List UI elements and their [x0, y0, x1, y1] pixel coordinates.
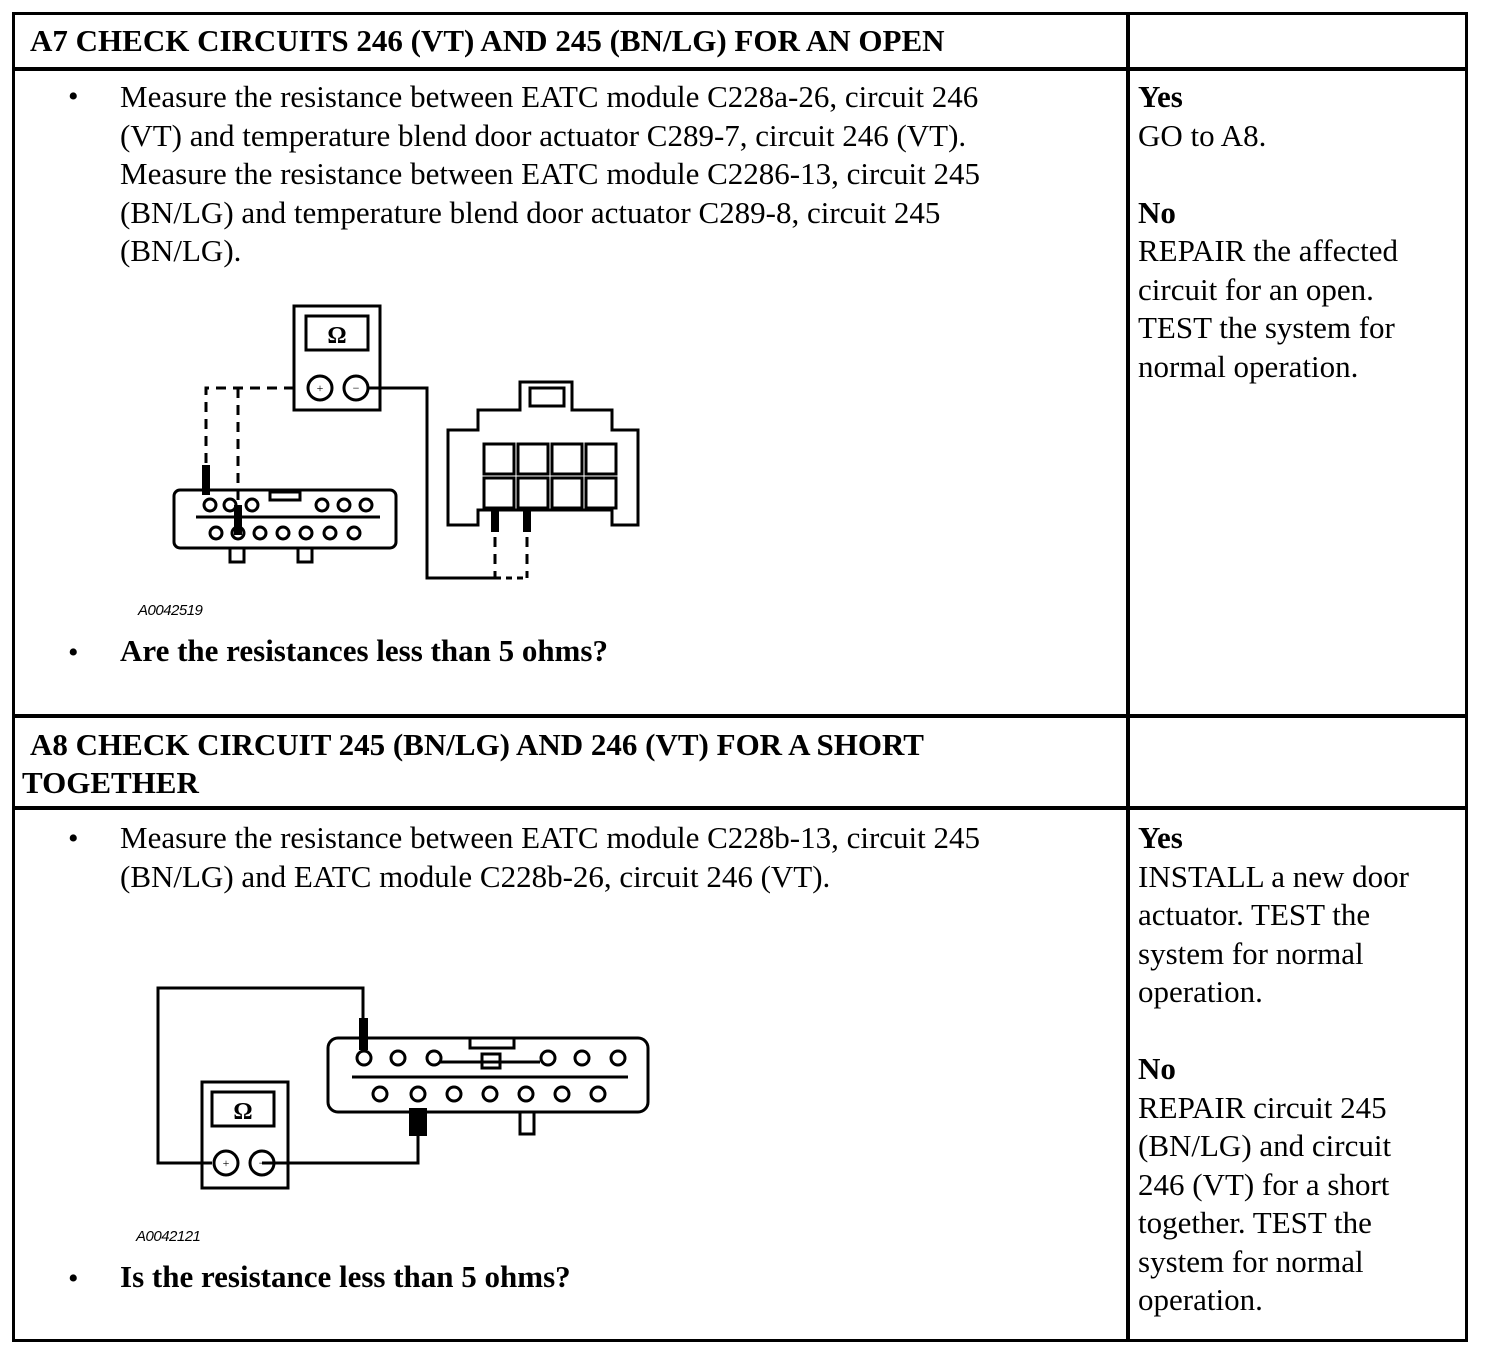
a7-outcomes: Yes GO to A8. No REPAIR the affected cir…: [1138, 78, 1458, 386]
no-action: system for normal: [1138, 1243, 1364, 1279]
bullet: •: [68, 80, 79, 113]
instruction-line: Measure the resistance between EATC modu…: [120, 156, 981, 191]
column-divider: [1126, 12, 1130, 1342]
a7-figure-code: A0042519: [138, 602, 203, 619]
yes-label: Yes: [1138, 820, 1183, 855]
instruction-line: (BN/LG) and EATC module C228b-26, circui…: [120, 858, 831, 894]
no-action: normal operation.: [1138, 348, 1359, 384]
a8-heading-line: A8 CHECK CIRCUIT 245 (BN/LG) AND 246 (VT…: [30, 727, 924, 762]
bullet: •: [68, 636, 79, 669]
instruction-line: (VT) and temperature blend door actuator…: [120, 117, 967, 153]
no-action: REPAIR circuit 245: [1138, 1089, 1387, 1125]
row-divider: [12, 714, 1468, 718]
bullet: •: [68, 1262, 79, 1295]
instruction-line: Measure the resistance between EATC modu…: [120, 820, 981, 855]
ohm-symbol: Ω: [233, 1099, 252, 1125]
a7-heading: A7 CHECK CIRCUITS 246 (VT) AND 245 (BN/L…: [30, 23, 945, 58]
no-action: REPAIR the affected: [1138, 233, 1399, 268]
yes-label: Yes: [1138, 79, 1183, 114]
a7-instructions: Measure the resistance between EATC modu…: [120, 78, 1120, 271]
a8-figure-code: A0042121: [136, 1228, 201, 1245]
yes-action: system for normal: [1138, 935, 1364, 971]
yes-action: INSTALL a new door: [1138, 858, 1409, 894]
procedure-table: [12, 12, 1468, 1342]
yes-action: operation.: [1138, 974, 1263, 1009]
no-action: TEST the system for: [1138, 310, 1395, 345]
a8-question: Is the resistance less than 5 ohms?: [120, 1259, 571, 1294]
no-label: No: [1138, 1051, 1176, 1086]
no-action: 246 (VT) for a short: [1138, 1166, 1390, 1202]
yes-action: actuator. TEST the: [1138, 897, 1371, 932]
minus-terminal: −: [353, 381, 360, 395]
a7-question: Are the resistances less than 5 ohms?: [120, 633, 608, 668]
a8-heading-line: TOGETHER: [22, 765, 199, 800]
no-action: (BN/LG) and circuit: [1138, 1128, 1392, 1163]
row-divider: [12, 67, 1468, 71]
no-action: operation.: [1138, 1282, 1263, 1317]
yes-action: GO to A8.: [1138, 117, 1267, 153]
no-action: together. TEST the: [1138, 1205, 1372, 1240]
a8-outcomes: Yes INSTALL a new door actuator. TEST th…: [1138, 819, 1458, 1320]
no-label: No: [1138, 194, 1176, 230]
instruction-line: Measure the resistance between EATC modu…: [120, 79, 979, 114]
plus-terminal: +: [223, 1156, 230, 1170]
a7-wiring-diagram: Ω + −: [172, 304, 640, 580]
no-action: circuit for an open.: [1138, 271, 1374, 307]
a8-instructions: Measure the resistance between EATC modu…: [120, 819, 1120, 896]
instruction-line: (BN/LG).: [120, 233, 242, 268]
ohm-symbol: Ω: [327, 323, 346, 349]
plus-terminal: +: [317, 381, 324, 395]
row-divider: [12, 806, 1468, 810]
bullet: •: [68, 822, 79, 855]
instruction-line: (BN/LG) and temperature blend door actua…: [120, 194, 941, 230]
a8-heading: A8 CHECK CIRCUIT 245 (BN/LG) AND 246 (VT…: [22, 726, 924, 802]
a8-wiring-diagram: Ω + −: [156, 986, 650, 1190]
minus-terminal: −: [259, 1156, 266, 1170]
